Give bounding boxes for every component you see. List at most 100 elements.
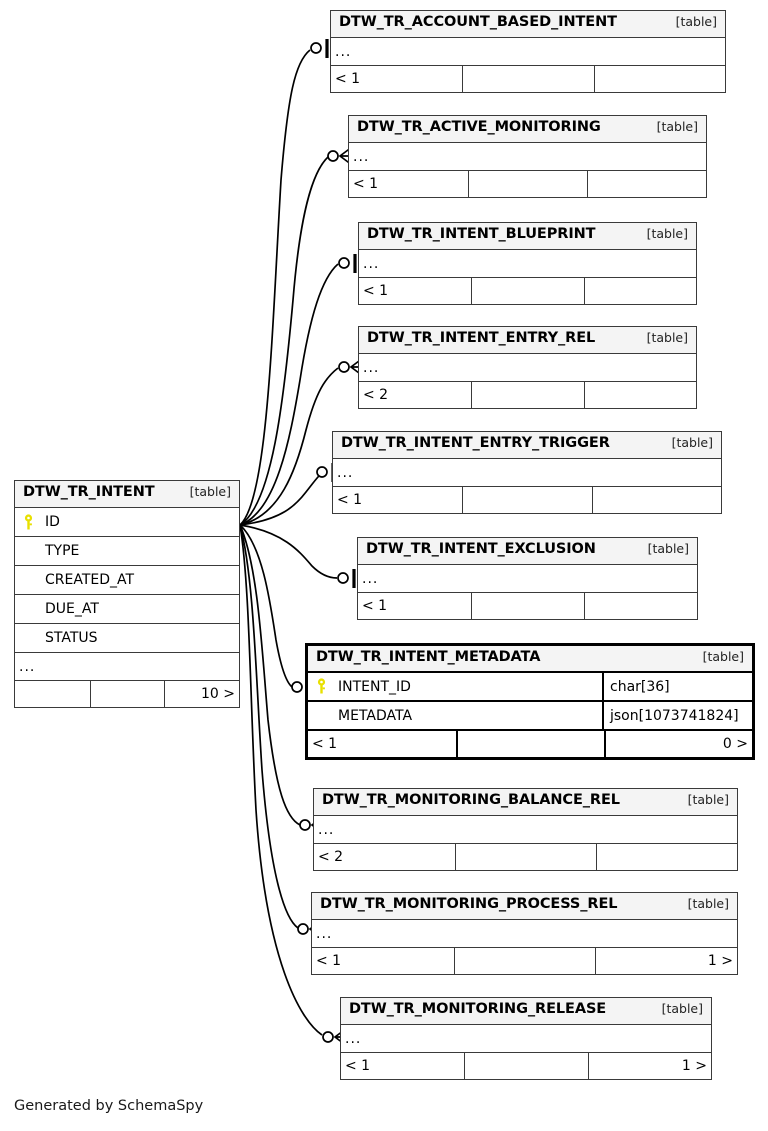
table-dtw-tr-monitoring-balance-rel[interactable]: DTW_TR_MONITORING_BALANCE_REL [table] ..… [313, 788, 738, 871]
table-footer: < 1 [349, 171, 706, 197]
table-footer: 10 > [15, 681, 239, 707]
connector-circle-intent-exclusion [337, 572, 349, 584]
connector-circle-monitoring-process-rel [297, 923, 309, 935]
table-kind-label: [table] [189, 484, 231, 499]
table-dtw-tr-monitoring-process-rel[interactable]: DTW_TR_MONITORING_PROCESS_REL [table] ..… [311, 892, 738, 975]
footer-middle [462, 487, 591, 513]
table-footer: < 1 0 > [308, 731, 752, 757]
table-dtw-tr-intent[interactable]: DTW_TR_INTENT [table] ID TYPE CREATED_AT [14, 480, 240, 708]
edge-to-intent-entry-trigger [239, 472, 323, 526]
key-icon-glyph [317, 678, 325, 694]
table-dtw-tr-intent-metadata[interactable]: DTW_TR_INTENT_METADATA [table] INTENT_ID… [305, 643, 755, 760]
footer-parents-count: < 1 [316, 953, 342, 969]
table-header: DTW_TR_ACTIVE_MONITORING [table] [349, 116, 706, 143]
column-type: char[36] [602, 673, 752, 700]
footer-parents-count: < 1 [363, 283, 389, 299]
edge-to-monitoring-balance-rel [239, 524, 301, 826]
column-type: json[1073741824] [602, 702, 752, 729]
footer-children-count [584, 593, 697, 619]
footer-parents-count: < 1 [335, 71, 361, 87]
more-columns-indicator: ... [358, 565, 697, 593]
footer-children-count [596, 844, 737, 870]
table-kind-label: [table] [661, 1001, 703, 1016]
table-row[interactable]: METADATA json[1073741824] [308, 702, 752, 731]
table-kind-label: [table] [656, 119, 698, 134]
table-row[interactable]: STATUS [15, 624, 239, 653]
table-title: DTW_TR_ACCOUNT_BASED_INTENT [339, 14, 617, 30]
table-title: DTW_TR_MONITORING_BALANCE_REL [322, 792, 620, 808]
footer-children-count [583, 382, 696, 408]
table-title: DTW_TR_MONITORING_PROCESS_REL [320, 896, 618, 912]
column-name: TYPE [45, 543, 80, 559]
footer-children-count: 0 > [604, 731, 752, 757]
primary-key-icon [308, 678, 334, 695]
table-kind-label: [table] [671, 435, 713, 450]
table-footer: < 1 1 > [312, 948, 737, 974]
column-name: STATUS [45, 630, 98, 646]
table-footer: < 2 [314, 844, 737, 870]
connector-circle-intent-metadata [291, 681, 303, 693]
table-footer: < 1 [358, 593, 697, 619]
table-row[interactable]: DUE_AT [15, 595, 239, 624]
footer-parents-count: < 2 [318, 849, 344, 865]
table-title: DTW_TR_INTENT_EXCLUSION [366, 541, 596, 557]
connector-circle-active-monitoring [327, 150, 339, 162]
table-header: DTW_TR_INTENT_ENTRY_REL [table] [359, 327, 696, 354]
table-dtw-tr-intent-entry-trigger[interactable]: DTW_TR_INTENT_ENTRY_TRIGGER [table] ... … [332, 431, 722, 514]
table-title: DTW_TR_INTENT_ENTRY_TRIGGER [341, 435, 610, 451]
more-columns-indicator: ... [333, 459, 721, 487]
table-footer: < 2 [359, 382, 696, 408]
footer-middle [464, 1053, 587, 1079]
column-name: CREATED_AT [45, 572, 135, 588]
edge-to-intent-exclusion [239, 524, 338, 579]
footer-children-count: 1 > [595, 948, 737, 974]
edge-to-account-based-intent [239, 49, 311, 526]
table-dtw-tr-intent-exclusion[interactable]: DTW_TR_INTENT_EXCLUSION [table] ... < 1 [357, 537, 698, 620]
table-footer: < 1 1 > [341, 1053, 711, 1079]
edge-to-intent-blueprint [239, 263, 339, 526]
footer-middle [471, 593, 584, 619]
table-header: DTW_TR_MONITORING_PROCESS_REL [table] [312, 893, 737, 920]
table-dtw-tr-monitoring-release[interactable]: DTW_TR_MONITORING_RELEASE [table] ... < … [340, 997, 712, 1080]
connector-circle-intent-entry-trigger [316, 466, 328, 478]
footer-children-count [591, 487, 721, 513]
footer-children-count [593, 66, 725, 92]
more-columns-indicator: ... [341, 1025, 711, 1053]
table-title: DTW_TR_INTENT_BLUEPRINT [367, 226, 596, 242]
table-title: DTW_TR_MONITORING_RELEASE [349, 1001, 607, 1017]
column-name: ID [45, 514, 60, 530]
table-dtw-tr-intent-entry-rel[interactable]: DTW_TR_INTENT_ENTRY_REL [table] ... < 2 [358, 326, 697, 409]
connector-circle-intent-blueprint [338, 257, 350, 269]
table-kind-label: [table] [702, 649, 744, 664]
table-title: DTW_TR_INTENT_ENTRY_REL [367, 330, 596, 346]
footer-parents-count [15, 681, 90, 707]
table-kind-label: [table] [687, 896, 729, 911]
footer-middle [453, 948, 596, 974]
table-row[interactable]: ID [15, 508, 239, 537]
table-row[interactable]: INTENT_ID char[36] [308, 673, 752, 702]
footer-middle [456, 731, 604, 757]
connector-circle-account-based-intent [310, 42, 322, 54]
table-footer: < 1 [333, 487, 721, 513]
column-name: DUE_AT [45, 601, 99, 617]
footer-parents-count: < 1 [353, 176, 379, 192]
table-title: DTW_TR_INTENT [23, 484, 155, 500]
edge-to-intent-metadata [239, 524, 293, 688]
table-header: DTW_TR_INTENT_METADATA [table] [308, 646, 752, 673]
table-row[interactable]: TYPE [15, 537, 239, 566]
footer-middle [462, 66, 593, 92]
more-columns-indicator: ... [349, 143, 706, 171]
table-dtw-tr-account-based-intent[interactable]: DTW_TR_ACCOUNT_BASED_INTENT [table] ... … [330, 10, 726, 93]
footer-children-count [587, 171, 706, 197]
table-row[interactable]: CREATED_AT [15, 566, 239, 595]
edge-to-monitoring-release [239, 524, 323, 1036]
footer-middle [455, 844, 596, 870]
more-columns-indicator: ... [314, 816, 737, 844]
table-header: DTW_TR_MONITORING_BALANCE_REL [table] [314, 789, 737, 816]
table-header: DTW_TR_INTENT_ENTRY_TRIGGER [table] [333, 432, 721, 459]
table-dtw-tr-intent-blueprint[interactable]: DTW_TR_INTENT_BLUEPRINT [table] ... < 1 [358, 222, 697, 305]
table-header: DTW_TR_MONITORING_RELEASE [table] [341, 998, 711, 1025]
footer-middle [468, 171, 587, 197]
table-dtw-tr-active-monitoring[interactable]: DTW_TR_ACTIVE_MONITORING [table] ... < 1 [348, 115, 707, 198]
table-footer: < 1 [331, 66, 725, 92]
